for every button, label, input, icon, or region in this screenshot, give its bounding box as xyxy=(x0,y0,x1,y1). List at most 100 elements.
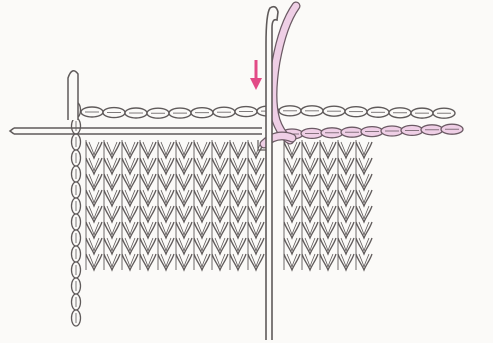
knit-stitch xyxy=(212,190,228,206)
knit-stitch xyxy=(302,206,318,222)
edge-chain-link xyxy=(72,310,81,326)
knit-stitch xyxy=(140,158,156,174)
knit-stitch xyxy=(194,174,210,190)
knit-stitch xyxy=(230,222,246,238)
knit-stitch xyxy=(320,238,336,254)
knit-stitch xyxy=(104,222,120,238)
chain-link xyxy=(213,107,235,117)
knit-stitch xyxy=(302,142,318,158)
knit-stitch xyxy=(122,238,138,254)
edge-chain-link xyxy=(72,134,81,150)
knit-stitch xyxy=(338,142,354,158)
knit-stitch xyxy=(176,238,192,254)
chain-link xyxy=(191,108,213,118)
knit-stitch xyxy=(302,238,318,254)
knit-stitch xyxy=(212,222,228,238)
knit-stitch xyxy=(104,190,120,206)
horizontal-needle xyxy=(10,128,262,134)
knit-stitch xyxy=(230,238,246,254)
knit-stitch xyxy=(320,222,336,238)
knit-stitch xyxy=(212,174,228,190)
knit-stitch xyxy=(284,142,300,158)
knit-stitch xyxy=(320,142,336,158)
knit-stitch xyxy=(248,190,264,206)
knit-stitch xyxy=(140,254,156,270)
left-chain-edge xyxy=(72,102,81,326)
knit-stitch xyxy=(194,142,210,158)
knit-stitch xyxy=(158,158,174,174)
knit-stitch xyxy=(86,222,102,238)
highlighted-chain-link xyxy=(441,124,463,134)
knit-stitch xyxy=(320,190,336,206)
knit-stitch xyxy=(122,190,138,206)
chain-link xyxy=(301,106,323,116)
highlighted-chain-link xyxy=(421,125,443,135)
knit-stitch xyxy=(104,158,120,174)
knit-stitch xyxy=(248,206,264,222)
chain-link xyxy=(125,108,147,118)
knit-stitch xyxy=(356,142,372,158)
knit-stitch xyxy=(140,206,156,222)
knit-stitch xyxy=(122,254,138,270)
knit-stitch xyxy=(248,238,264,254)
chain-link xyxy=(169,108,191,118)
knit-stitch xyxy=(86,254,102,270)
highlighted-chain-link xyxy=(401,125,423,135)
knit-stitch xyxy=(194,238,210,254)
knit-stitch xyxy=(356,158,372,174)
knit-stitch xyxy=(86,142,102,158)
chain-link xyxy=(433,108,455,118)
knit-stitch xyxy=(320,174,336,190)
chain-link xyxy=(367,107,389,117)
knit-stitch xyxy=(86,158,102,174)
knit-stitch xyxy=(284,158,300,174)
knit-stitch xyxy=(176,142,192,158)
chain-link xyxy=(147,108,169,118)
chain-link xyxy=(389,108,411,118)
chain-link xyxy=(411,108,433,118)
knit-stitch xyxy=(338,190,354,206)
knit-stitch xyxy=(140,174,156,190)
knit-stitch xyxy=(122,142,138,158)
knit-stitch xyxy=(284,238,300,254)
knit-stitch xyxy=(176,190,192,206)
knit-stitch xyxy=(176,174,192,190)
knit-stitch xyxy=(212,206,228,222)
knit-stitch xyxy=(356,174,372,190)
knit-stitch xyxy=(284,174,300,190)
chain-link xyxy=(81,107,103,117)
knit-stitch xyxy=(158,206,174,222)
knit-stitch xyxy=(302,158,318,174)
knit-stitch xyxy=(230,254,246,270)
knit-stitch xyxy=(356,190,372,206)
knit-stitch xyxy=(194,158,210,174)
knit-stitch xyxy=(302,190,318,206)
chain-link xyxy=(345,107,367,117)
knit-stitch xyxy=(86,238,102,254)
knit-stitch xyxy=(230,174,246,190)
edge-chain-link xyxy=(72,278,81,294)
knit-stitch xyxy=(302,222,318,238)
knit-stitch xyxy=(320,254,336,270)
knit-stitch xyxy=(338,158,354,174)
knit-stitch xyxy=(86,206,102,222)
knit-stitch xyxy=(212,254,228,270)
knit-stitch xyxy=(212,142,228,158)
knit-stitch xyxy=(176,206,192,222)
edge-chain-link xyxy=(72,198,81,214)
knit-stitch xyxy=(122,158,138,174)
edge-chain-link xyxy=(72,166,81,182)
knit-stitch xyxy=(86,190,102,206)
knit-stitch xyxy=(158,142,174,158)
edge-chain-link xyxy=(72,182,81,198)
knit-stitch xyxy=(158,190,174,206)
knit-stitch xyxy=(320,158,336,174)
knit-stitch xyxy=(194,254,210,270)
knitted-fabric xyxy=(86,140,372,270)
edge-chain-link xyxy=(72,118,81,134)
edge-chain-link xyxy=(72,230,81,246)
knit-stitch xyxy=(356,206,372,222)
knit-stitch xyxy=(248,158,264,174)
